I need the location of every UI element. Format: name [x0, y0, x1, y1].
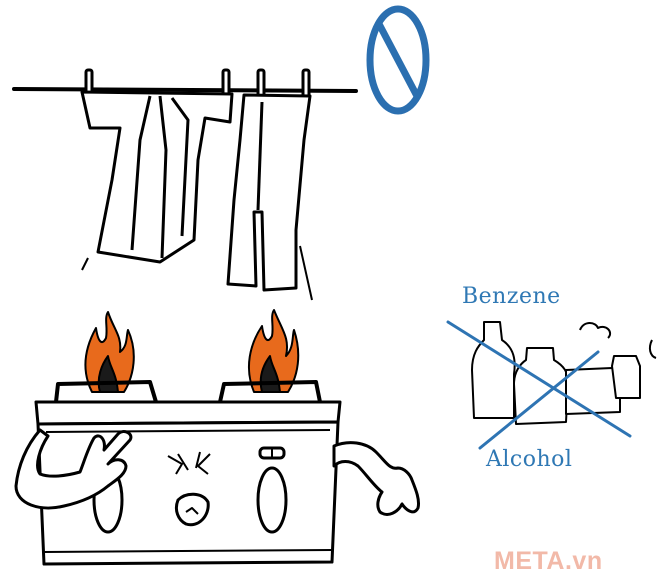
hanging-trousers [226, 93, 313, 301]
flame-icon [84, 309, 300, 393]
prohibition-sign-icon [366, 5, 430, 115]
bottles [471, 321, 657, 425]
stove-right-arm [332, 441, 420, 516]
clothesline [12, 68, 358, 102]
benzene-label: Benzene [462, 284, 561, 309]
alcohol-label: Alcohol [486, 447, 573, 472]
stove-left-arm [14, 428, 133, 510]
hanging-shirt [80, 90, 234, 271]
watermark: META.vn [494, 547, 603, 575]
cross-out-icon [446, 320, 632, 450]
